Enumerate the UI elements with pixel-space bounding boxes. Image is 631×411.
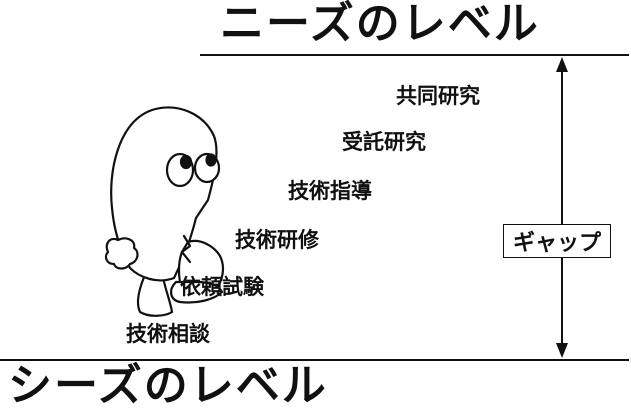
gap-label: ギャップ [512, 231, 601, 256]
step-requested-testing: 依頼試験 [180, 275, 264, 299]
needs-level-label: ニーズのレベル [220, 0, 540, 49]
step-technical-guidance: 技術指導 [288, 179, 372, 203]
seeds-level-label: シーズのレベル [8, 360, 328, 411]
gap-label-box: ギャップ [503, 224, 611, 258]
gap-arrow [556, 57, 568, 358]
mascot-character [104, 106, 225, 317]
step-joint-research: 共同研究 [396, 84, 480, 108]
step-technical-training: 技術研修 [235, 228, 319, 252]
step-technical-consultation: 技術相談 [126, 322, 210, 346]
step-contract-research: 受託研究 [342, 130, 426, 154]
